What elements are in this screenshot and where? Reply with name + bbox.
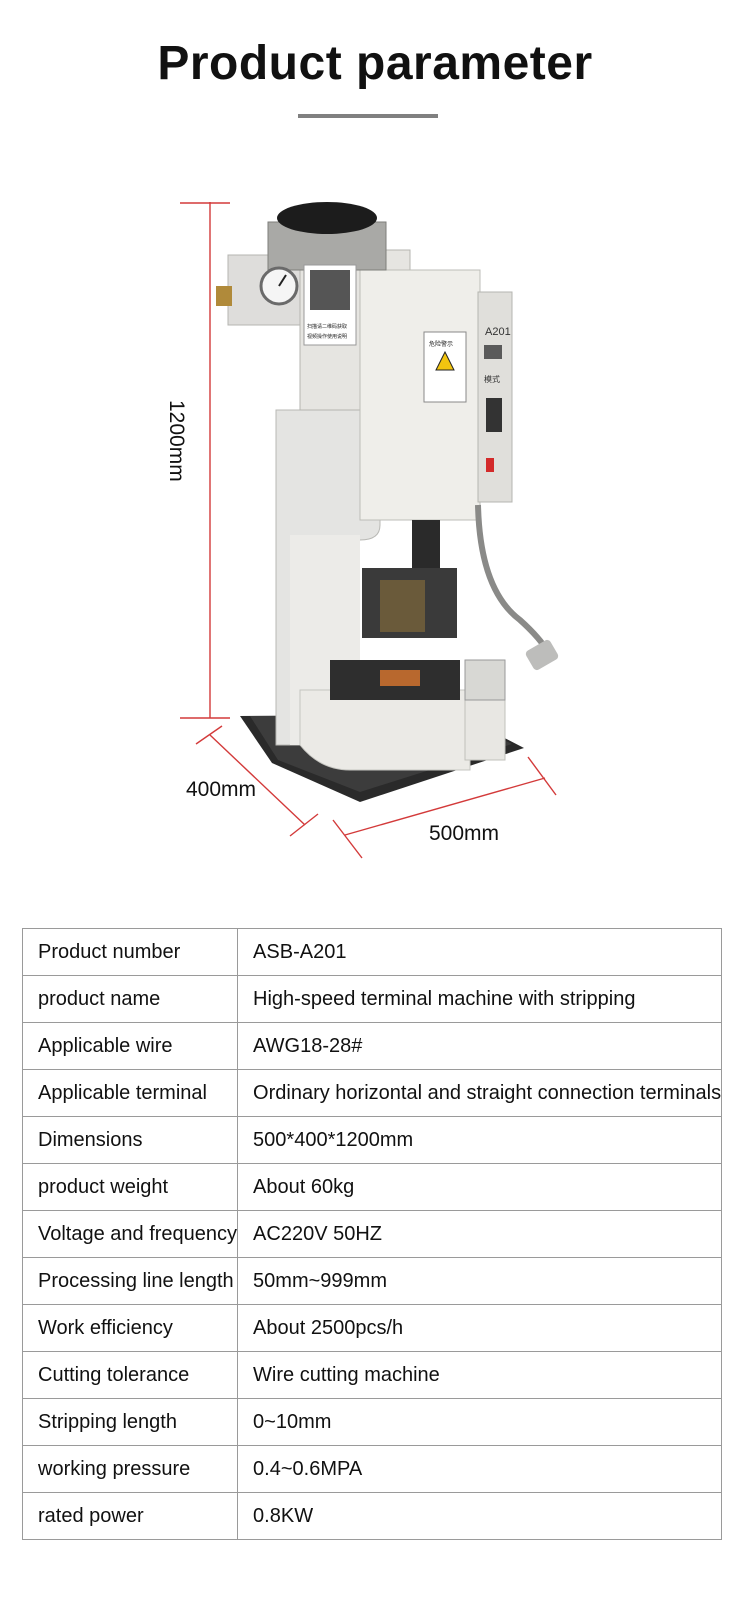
- parameter-value: 0~10mm: [237, 1398, 723, 1446]
- wire-guide: [464, 659, 506, 701]
- parameter-label: Applicable wire: [21, 1022, 239, 1070]
- parameter-label: Dimensions: [21, 1116, 239, 1164]
- depth-dimension-label: 400mm: [186, 778, 256, 801]
- qr-code: [310, 270, 350, 310]
- parameter-label: Product number: [21, 928, 239, 976]
- parameter-value: AC220V 50HZ: [237, 1210, 723, 1258]
- parameter-value: 50mm~999mm: [237, 1257, 723, 1305]
- parameter-value: AWG18-28#: [237, 1022, 723, 1070]
- panel-model-tag: A201: [485, 326, 511, 338]
- parameter-value: 500*400*1200mm: [237, 1116, 723, 1164]
- panel-buttons: [486, 398, 502, 432]
- parameter-label: working pressure: [21, 1445, 239, 1493]
- parameter-value: Ordinary horizontal and straight connect…: [237, 1069, 723, 1117]
- parameter-label: Voltage and frequency: [21, 1210, 239, 1258]
- parameter-value: 0.8KW: [237, 1492, 723, 1540]
- parameter-label: rated power: [21, 1492, 239, 1540]
- machine-control-panel: [477, 291, 513, 503]
- gauge-needle: [278, 274, 287, 287]
- dimension-lines: [180, 202, 557, 859]
- machine-frame-lower: [299, 689, 471, 771]
- panel-mode-label: 模式: [484, 374, 500, 384]
- parameter-value: About 60kg: [237, 1163, 723, 1211]
- panel-display: [484, 345, 502, 359]
- parameter-label: Applicable terminal: [21, 1069, 239, 1117]
- height-dimension-label: 1200mm: [165, 400, 188, 482]
- copper-strip: [380, 670, 420, 686]
- lamp-head: [525, 639, 559, 671]
- warning-title: 危险警示: [429, 340, 453, 348]
- parameter-label: Work efficiency: [21, 1304, 239, 1352]
- parameter-value: About 2500pcs/h: [237, 1304, 723, 1352]
- parameter-label: product name: [21, 975, 239, 1023]
- parameter-label: product weight: [21, 1163, 239, 1211]
- qr-caption-2: 视频操作使用说明: [307, 333, 347, 340]
- parameter-value: 0.4~0.6MPA: [237, 1445, 723, 1493]
- page-title: Product parameter: [157, 37, 593, 90]
- power-switch: [486, 458, 494, 472]
- parameter-label: Stripping length: [21, 1398, 239, 1446]
- crimp-die-inner: [380, 580, 425, 632]
- product-figure: A201 模式 扫描请二维码获取 视频操作使用说明 危险警示 1200mm 40…: [165, 202, 559, 859]
- title-underline: [298, 114, 438, 118]
- parameter-value: High-speed terminal machine with strippi…: [237, 975, 723, 1023]
- width-dimension-label: 500mm: [429, 822, 499, 845]
- parameter-value: ASB-A201: [237, 928, 723, 976]
- warning-triangle: [435, 350, 455, 371]
- motor-cap: [277, 202, 377, 234]
- parameter-label: Cutting tolerance: [21, 1351, 239, 1399]
- parameter-label: Processing line length: [21, 1257, 239, 1305]
- parameter-value: Wire cutting machine: [237, 1351, 723, 1399]
- qr-caption-1: 扫描请二维码获取: [307, 323, 347, 330]
- gooseneck-lamp-arm: [475, 504, 551, 654]
- air-valve: [216, 286, 232, 306]
